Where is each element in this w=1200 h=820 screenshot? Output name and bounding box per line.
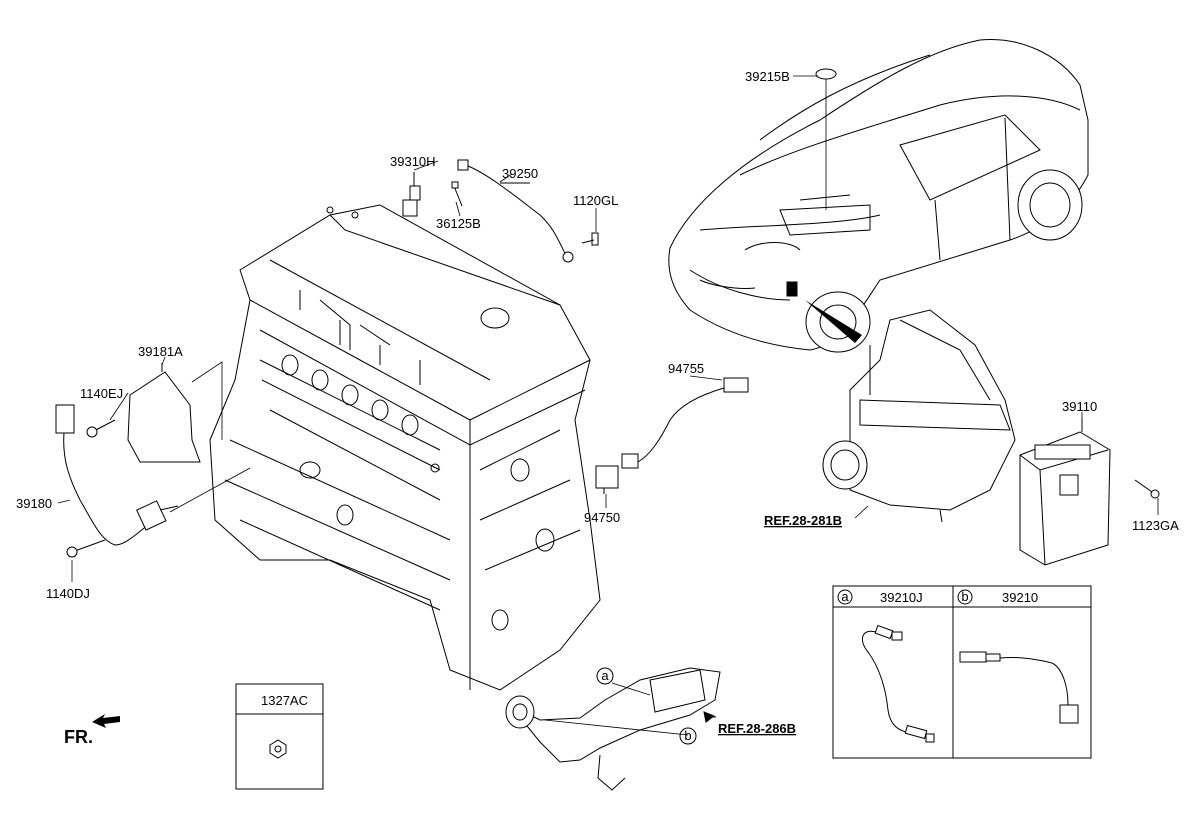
oxygen-sensor-39210 [959, 651, 1079, 724]
ecu-39110 [1019, 418, 1160, 566]
label-39215B: 39215B [745, 69, 790, 84]
label-39180: 39180 [16, 496, 52, 511]
wiring-harness-39250 [457, 159, 574, 263]
crankshaft-sensor-39180 [55, 404, 251, 546]
label-39110: 39110 [1062, 399, 1097, 414]
label-39250: 39250 [502, 166, 538, 181]
inset-nut-part: 1327AC [261, 693, 308, 708]
engine-illustration [209, 204, 601, 691]
inset-a-part: 39210J [880, 590, 923, 605]
inset-b-part: 39210 [1002, 590, 1038, 605]
ref-281-leader [854, 505, 869, 519]
inset-a-marker: a [841, 589, 849, 604]
callout-b-text: b [684, 728, 691, 743]
front-direction-label: FR. [64, 727, 93, 747]
leader-lines [57, 75, 1159, 582]
label-39181A: 39181A [138, 344, 183, 359]
ref-28-286B[interactable]: REF.28-286B [718, 721, 796, 736]
label-1120GL: 1120GL [573, 193, 618, 208]
label-1123GA: 1123GA [1132, 518, 1179, 533]
label-94750: 94750 [584, 510, 620, 525]
ref-28-281B[interactable]: REF.28-281B [764, 513, 842, 528]
catalytic-converter [505, 667, 721, 791]
bolt-1140EJ [86, 419, 116, 438]
label-94755: 94755 [668, 361, 704, 376]
nut-inset-table [235, 683, 324, 790]
label-36125B: 36125B [436, 216, 481, 231]
callout-b-circle [679, 727, 697, 745]
air-cleaner-assembly [822, 309, 1016, 523]
label-39310H: 39310H [390, 154, 436, 169]
sensor-bracket-39181A [127, 361, 223, 463]
inset-b-marker: b [961, 589, 968, 604]
label-1140EJ: 1140EJ [80, 386, 123, 401]
sensor-inset-table [832, 585, 1092, 759]
front-arrow-icon [92, 714, 120, 728]
callout-a-text: a [601, 668, 609, 683]
label-1140DJ: 1140DJ [46, 586, 90, 601]
oxygen-sensor-39210J [861, 624, 935, 743]
bolt-1140DJ [66, 539, 106, 558]
camshaft-position-sensor [402, 172, 463, 217]
bolt-1120GL [581, 232, 599, 246]
callout-a-circle [596, 667, 614, 685]
oil-pressure-sensor-94750 [595, 377, 749, 494]
vehicle-illustration [668, 38, 1089, 353]
